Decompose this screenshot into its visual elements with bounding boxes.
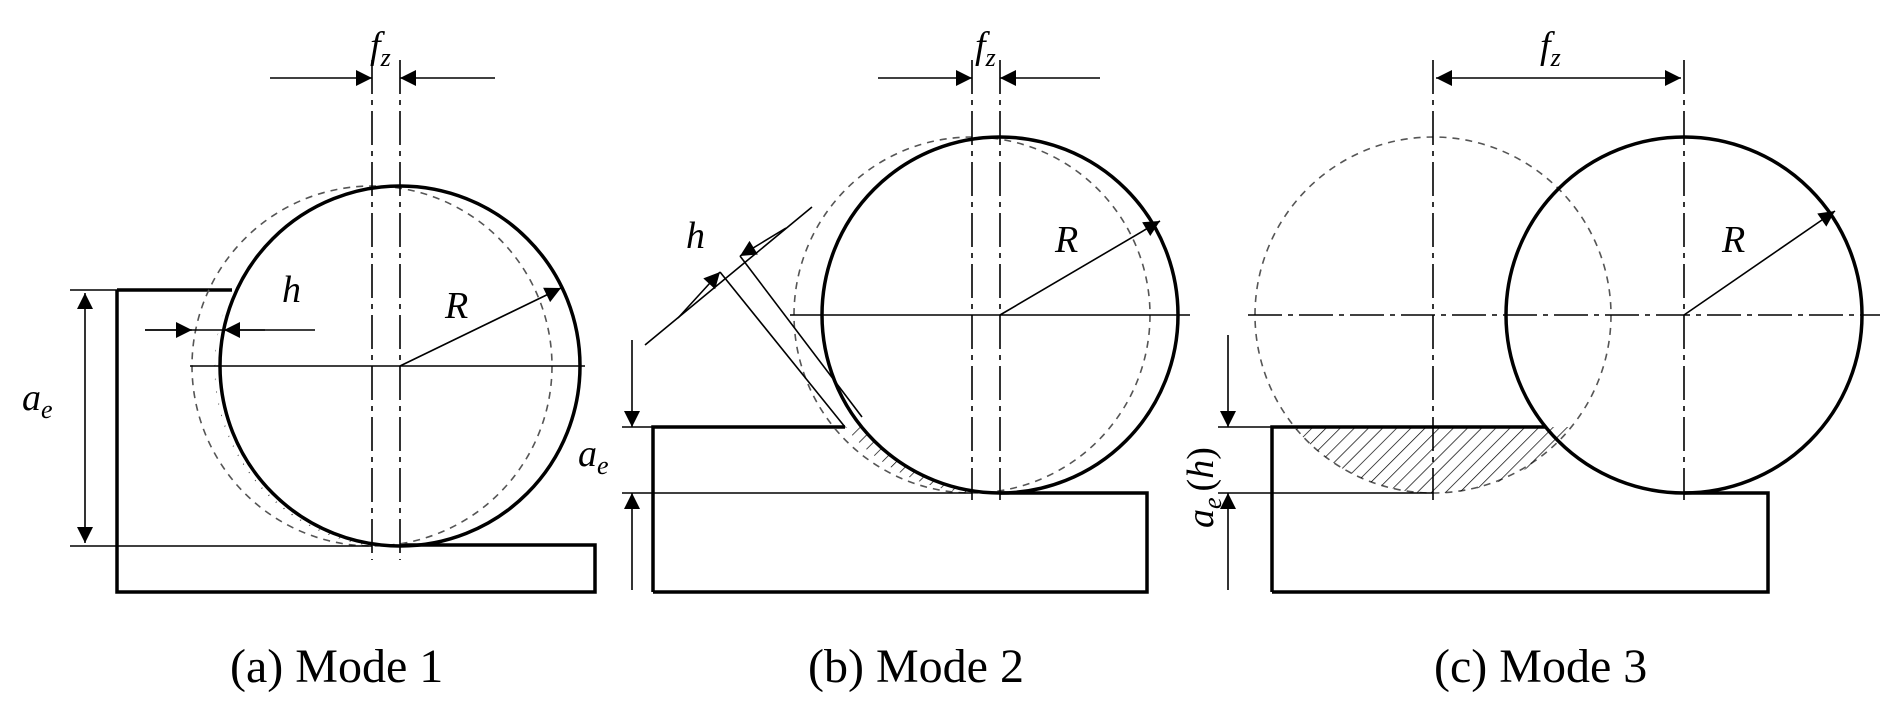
tangent-line-b-mode-2 xyxy=(739,255,863,418)
h-label-mode-1: h xyxy=(282,269,301,311)
ae-label-mode-2: ae xyxy=(578,433,609,480)
radius-line-mode-1 xyxy=(399,287,562,367)
caption-mode-3: (c) Mode 3 xyxy=(1434,640,1647,693)
tangent-line-a-mode-2 xyxy=(719,271,846,428)
chip-area-mode-2 xyxy=(845,427,1000,494)
caption-mode-1: (a) Mode 1 xyxy=(230,640,443,693)
chip-area-mode-3 xyxy=(1294,427,1575,494)
h-label-mode-2: h xyxy=(686,215,705,257)
r-label-mode-1: R xyxy=(444,285,468,327)
panel-mode-3: fz R ae(h) (c) Mode 3 xyxy=(1180,25,1880,693)
caption-mode-2: (b) Mode 2 xyxy=(808,640,1024,693)
panel-mode-1: fz h R ae (a) Mode 1 xyxy=(22,25,597,693)
h-arrow-low-mode-2 xyxy=(677,271,721,319)
panel-mode-2: fz h R ae (b) Mode 2 xyxy=(578,25,1190,693)
fz-label-mode-1: fz xyxy=(370,25,391,72)
r-label-mode-2: R xyxy=(1054,219,1078,261)
workpiece-mode-1 xyxy=(115,288,597,594)
ae-h-label-mode-3: ae(h) xyxy=(1180,447,1227,528)
r-label-mode-3: R xyxy=(1721,219,1745,261)
workpiece-mode-2 xyxy=(651,425,1149,594)
h-arrow-high-mode-2 xyxy=(739,227,787,257)
fz-label-mode-2: fz xyxy=(975,25,996,72)
fz-label-mode-3: fz xyxy=(1540,25,1561,72)
ae-label-mode-1: ae xyxy=(22,377,53,424)
radius-line-mode-2 xyxy=(999,220,1161,316)
radius-line-mode-3 xyxy=(1683,210,1836,316)
h-dim-line-mode-2 xyxy=(644,206,813,346)
